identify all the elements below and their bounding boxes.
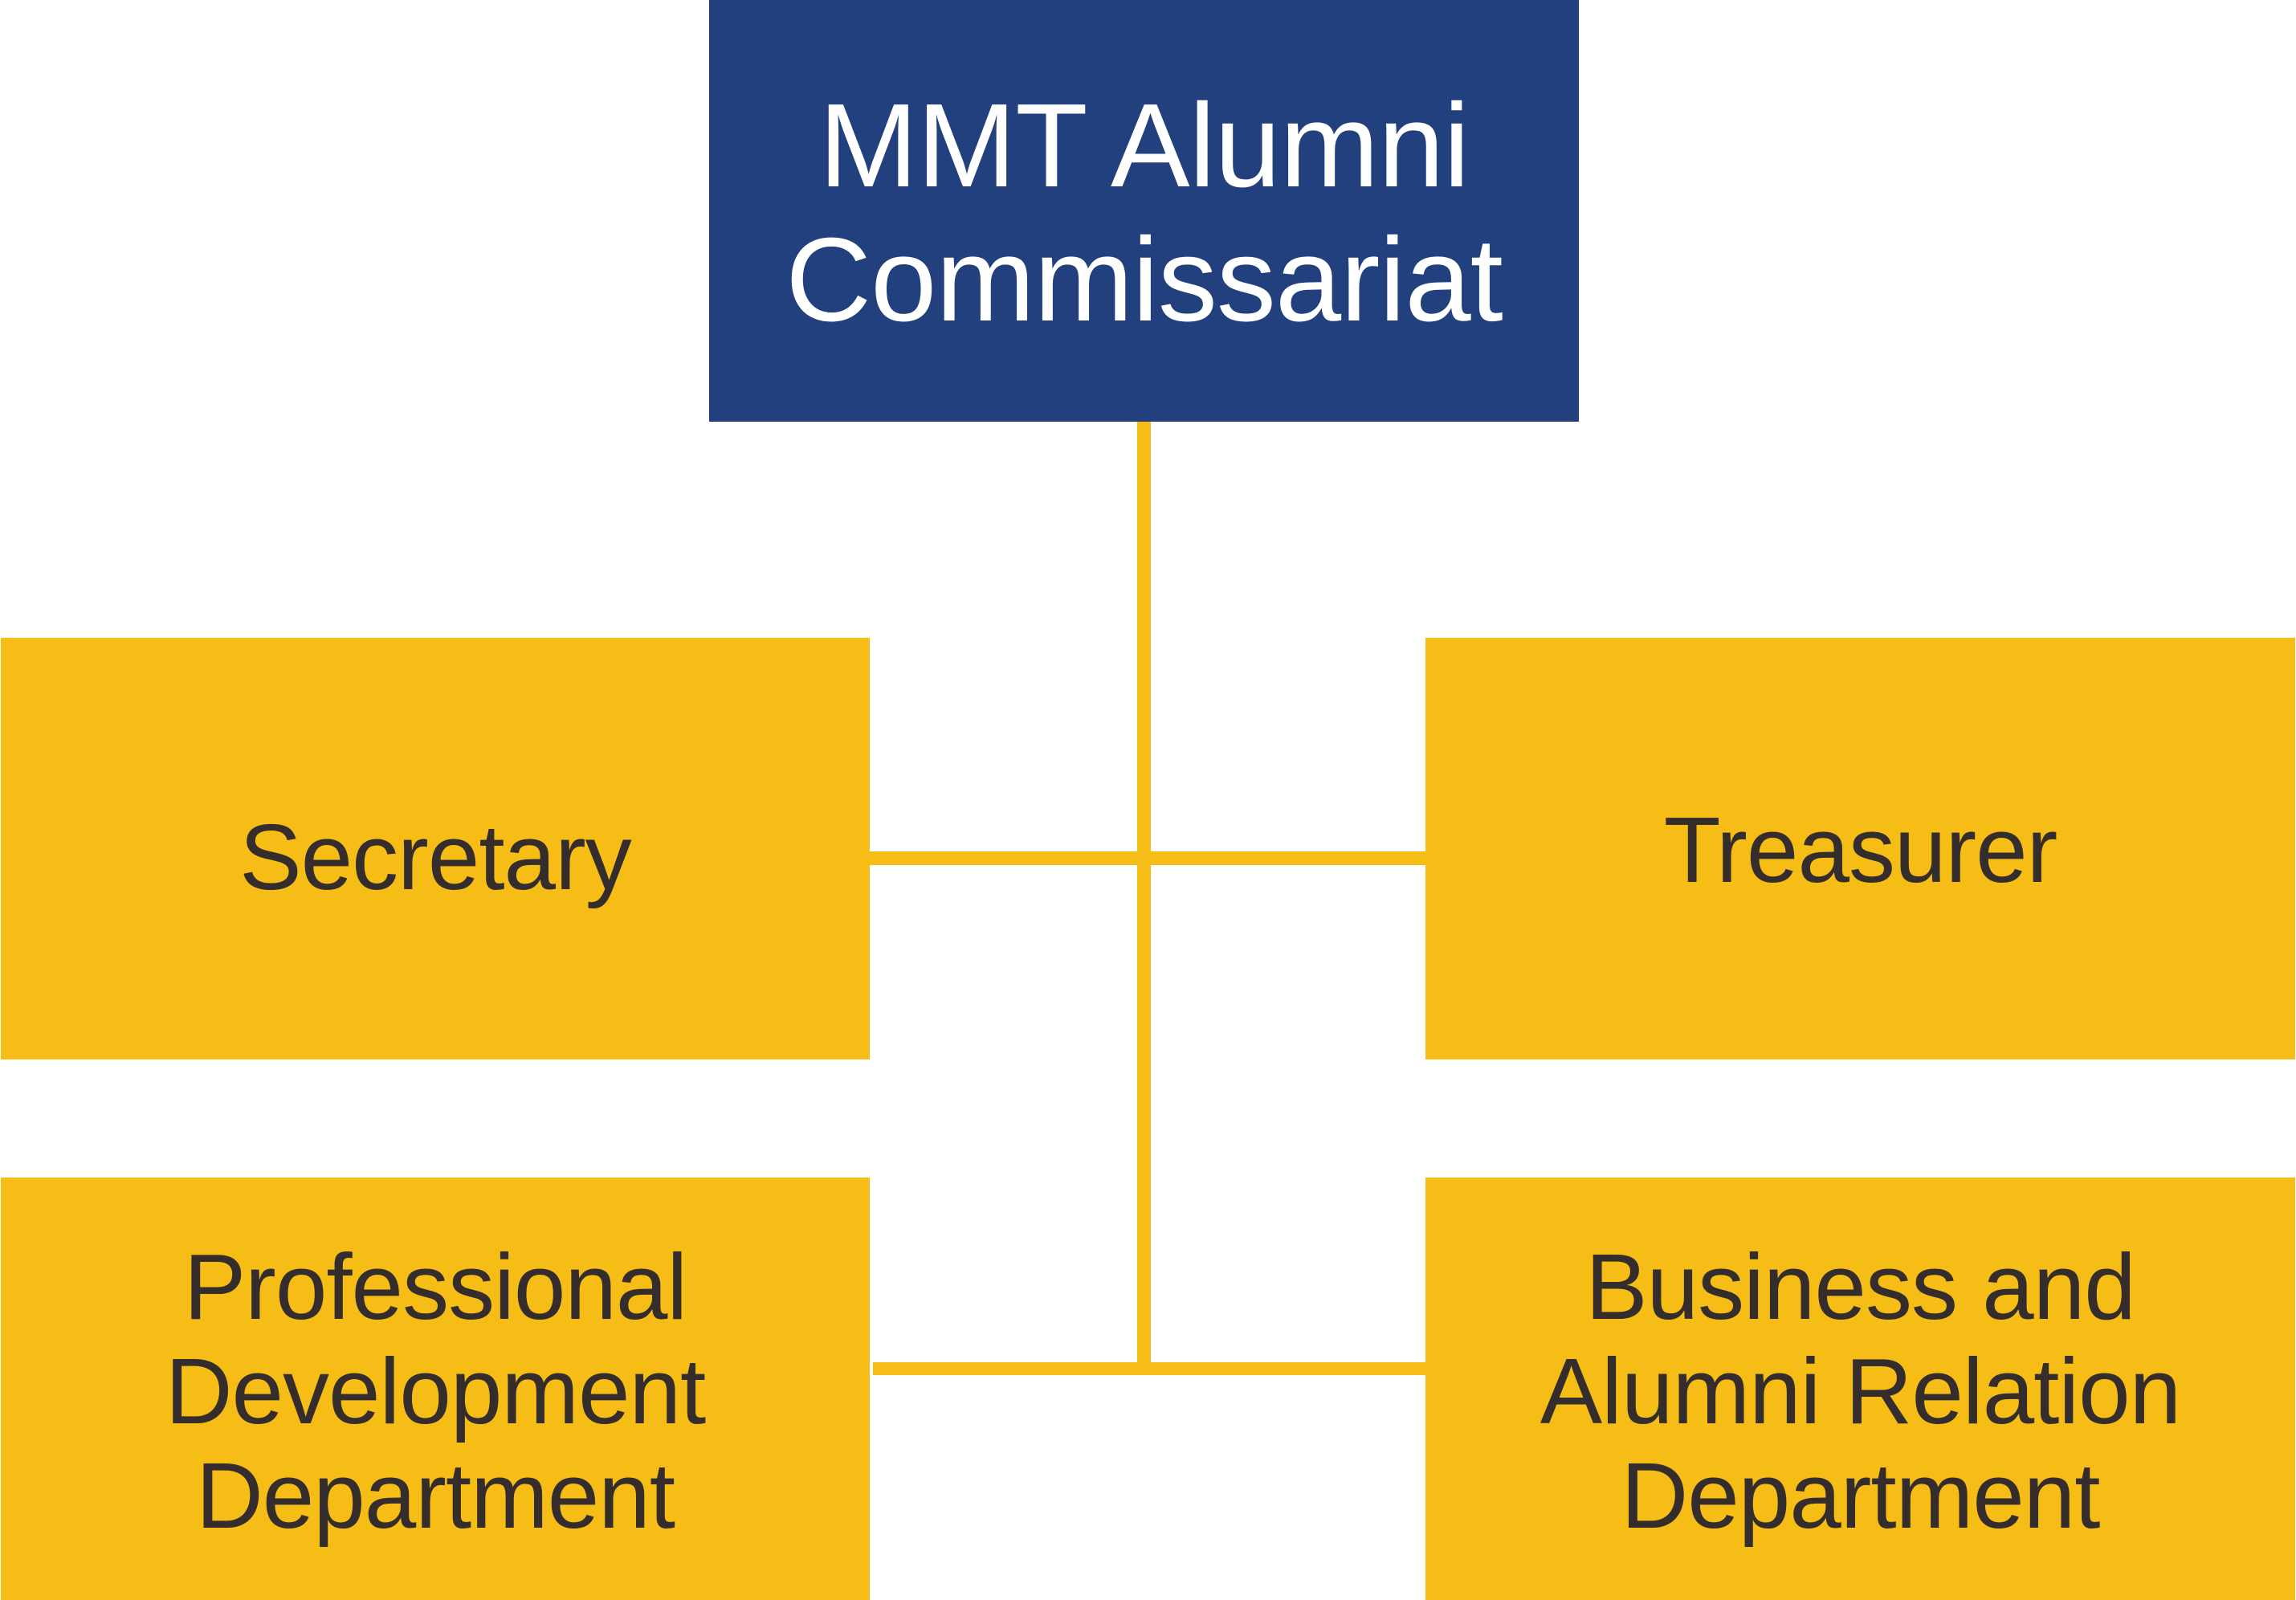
node-label-line: Department: [1621, 1443, 2100, 1548]
node-treasurer: Treasurer: [1425, 638, 2295, 1059]
node-label-line: Department: [195, 1443, 675, 1548]
node-business-alumni-relation-department: Business and Alumni Relation Department: [1425, 1178, 2295, 1600]
connector-horizontal-bottom: [873, 1362, 1425, 1375]
node-label-line: Treasurer: [1663, 797, 2057, 902]
node-label-business-alumni-relation: Business and Alumni Relation Department: [1540, 1235, 2181, 1548]
node-label-line: MMT Alumni: [818, 79, 1470, 212]
connector-vertical-trunk: [1137, 422, 1151, 1375]
node-label-professional-development: Professional Development Department: [165, 1235, 706, 1548]
node-secretary: Secretary: [1, 638, 870, 1059]
node-label-secretary: Secretary: [239, 804, 631, 909]
node-label-line: Business and: [1585, 1235, 2135, 1339]
node-label-root: MMT Alumni Commissariat: [785, 79, 1503, 347]
node-label-line: Alumni Relation: [1540, 1339, 2181, 1443]
node-professional-development-department: Professional Development Department: [1, 1178, 870, 1600]
node-label-line: Professional: [183, 1235, 687, 1339]
node-mmt-alumni-commissariat: MMT Alumni Commissariat: [709, 0, 1579, 422]
node-label-line: Development: [165, 1339, 706, 1443]
node-label-line: Secretary: [239, 804, 631, 909]
node-label-treasurer: Treasurer: [1664, 798, 2057, 902]
connector-horizontal-middle: [870, 851, 1425, 865]
node-label-line: Commissariat: [785, 213, 1503, 346]
